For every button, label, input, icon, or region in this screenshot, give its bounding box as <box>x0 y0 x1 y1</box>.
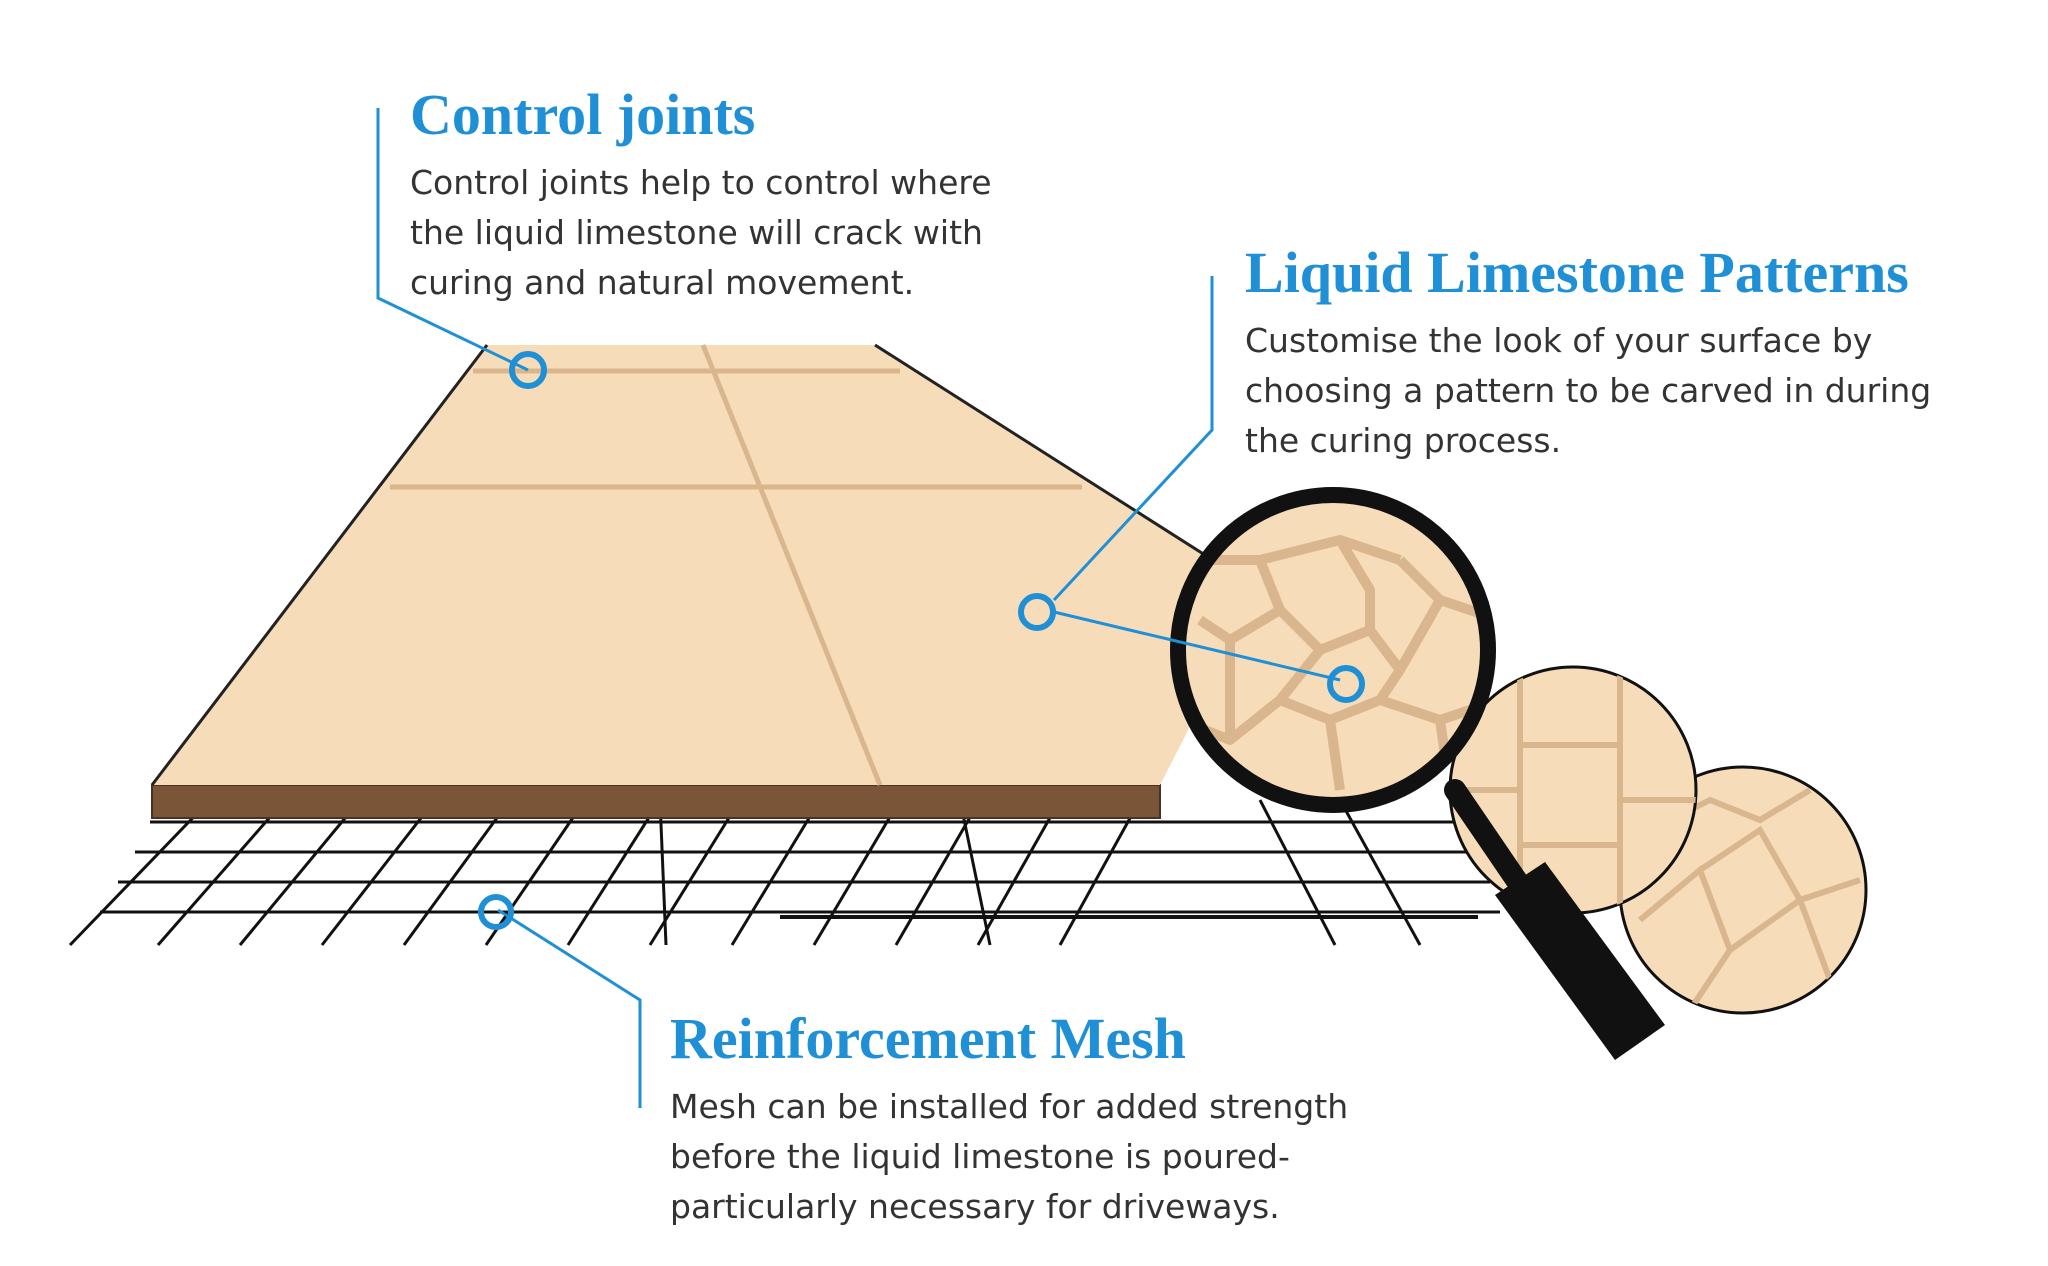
patterns-lens-marker <box>1327 665 1365 703</box>
control-joints-line-2: the liquid limestone will crack with <box>410 213 983 252</box>
patterns-callout: Liquid Limestone Patterns Customise the … <box>1245 244 1931 466</box>
mesh-description: Mesh can be installed for added strength… <box>670 1082 1348 1232</box>
control-joints-line-3: curing and natural movement. <box>410 263 915 302</box>
patterns-line-2: choosing a pattern to be carved in durin… <box>1245 371 1932 410</box>
reinforcement-mesh <box>68 798 1500 947</box>
pattern-swatch-icon <box>1448 665 1868 1015</box>
limestone-slab <box>150 343 1261 819</box>
magnifying-glass-icon <box>1170 487 1665 1060</box>
callout-leaders <box>376 108 1341 1108</box>
control-joints-title: Control joints <box>410 82 756 147</box>
mesh-callout: Reinforcement Mesh Mesh can be installed… <box>670 1010 1348 1232</box>
patterns-lens-leader <box>1053 610 1341 682</box>
control-joints-leader <box>376 108 529 372</box>
mesh-leader <box>497 908 642 1108</box>
patterns-marker <box>1018 593 1056 631</box>
control-joints-callout: Control joints Control joints help to co… <box>410 86 992 308</box>
patterns-line-3: the curing process. <box>1245 421 1562 460</box>
patterns-description: Customise the look of your surface by ch… <box>1245 316 1931 466</box>
patterns-title: Liquid Limestone Patterns <box>1245 240 1909 305</box>
control-joints-marker <box>509 351 547 389</box>
control-joints-description: Control joints help to control where the… <box>410 158 992 308</box>
mesh-marker <box>478 894 514 930</box>
control-joints-line-1: Control joints help to control where <box>410 163 992 202</box>
mesh-line-2: before the liquid limestone is poured- <box>670 1137 1290 1176</box>
mesh-line-1: Mesh can be installed for added strength <box>670 1087 1349 1126</box>
patterns-leader <box>1052 276 1214 602</box>
patterns-line-1: Customise the look of your surface by <box>1245 321 1873 360</box>
mesh-line-3: particularly necessary for driveways. <box>670 1187 1280 1226</box>
mesh-title: Reinforcement Mesh <box>670 1006 1186 1071</box>
callout-markers <box>478 351 1365 930</box>
